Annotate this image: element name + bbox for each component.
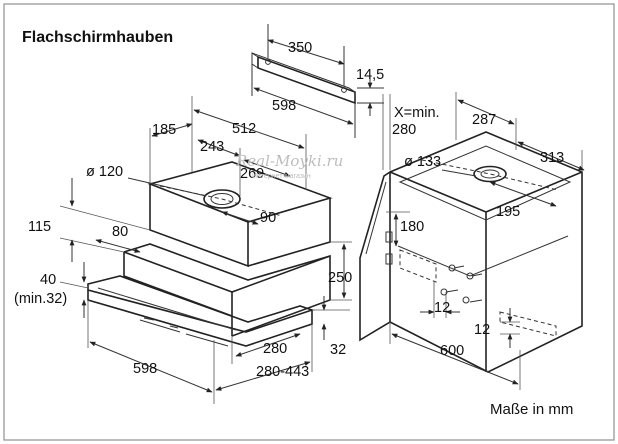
cabinet-screw-12b-label: 12: [474, 322, 490, 338]
watermark-main: Real-Moyki.ru: [235, 152, 343, 170]
cabinet-clearance-value: 280: [392, 122, 416, 138]
hood-depth-range-label: 280-443: [256, 364, 309, 380]
wall-cabinet: [359, 131, 583, 373]
cabinet-depth-287-label: 287: [472, 112, 496, 128]
hood-height-40-label: 40: [40, 272, 56, 288]
filler-bar: [251, 24, 384, 138]
cabinet-width-600-label: 600: [440, 343, 464, 359]
hood-offset-243-label: 243: [200, 139, 224, 155]
cabinet-screw-12a-label: 12: [434, 300, 450, 316]
cabinet-door: [359, 170, 391, 342]
drawing-title: Flachschirmhauben: [22, 29, 173, 46]
cabinet-height-180-label: 180: [400, 219, 424, 235]
bar-width-top-label: 350: [288, 40, 312, 56]
watermark-sub: Интернет-магазин: [252, 173, 311, 180]
bar-thickness-label: 14,5: [356, 67, 384, 83]
cabinet-depth-313-label: 313: [540, 150, 564, 166]
hood-depth-185-label: 185: [152, 122, 176, 138]
cabinet-clearance-label: X=min.: [394, 105, 440, 121]
bar-body: [257, 55, 356, 105]
hood-depth-280-label: 280: [263, 341, 287, 357]
hood-duct-diameter-label: ø 120: [86, 164, 123, 180]
hood-duct-ring: [203, 189, 241, 209]
hood-height-115-label: 115: [28, 219, 51, 235]
hood-dimensions: [59, 96, 352, 404]
hood-depth-512-label: 512: [232, 121, 256, 137]
hood-duct-offset-label: 90: [260, 210, 276, 226]
hood-offset-269-label: 269: [240, 166, 264, 182]
hood-width-598-label: 598: [133, 361, 157, 377]
cabinet-offset-195-label: 195: [496, 204, 520, 220]
sheet-frame: [3, 3, 615, 441]
cabinet-duct-hole: [473, 165, 507, 183]
hood-min-height-label: (min.32): [14, 291, 67, 307]
hood-front-80-label: 80: [112, 224, 128, 240]
hood-height-250-label: 250: [328, 270, 352, 286]
hood-body: [87, 161, 333, 347]
hood-drawer: [87, 275, 315, 333]
hood-bottom-32-label: 32: [330, 342, 346, 358]
units-note: Maße in mm: [490, 401, 573, 418]
bar-width-bottom-label: 598: [272, 98, 296, 114]
cabinet-dimensions: [382, 92, 585, 390]
cabinet-duct-diameter-label: ø 133: [404, 154, 441, 170]
